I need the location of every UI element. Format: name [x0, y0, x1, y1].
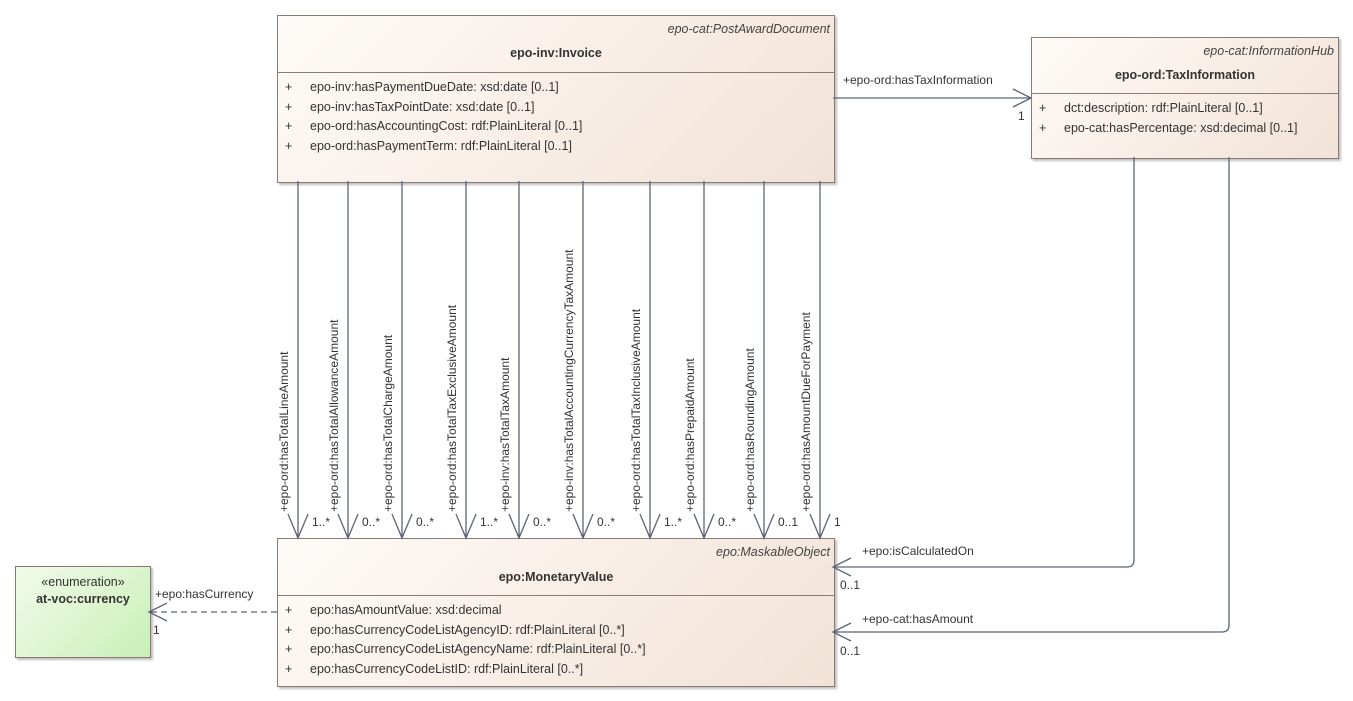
class-name: at-voc:currency: [36, 592, 130, 606]
multiplicity: 1: [1018, 109, 1025, 123]
multiplicity: 1..*: [480, 515, 498, 529]
multiplicity: 1..*: [312, 515, 330, 529]
divider: [278, 595, 834, 596]
attribute: +epo:hasCurrencyCodeListAgencyName: rdf:…: [285, 642, 646, 656]
association-line-calculated-on[interactable]: [831, 157, 1135, 577]
role-label: +epo:isCalculatedOn: [862, 544, 974, 558]
multiplicity: 0..*: [597, 515, 615, 529]
class-tax-information[interactable]: epo-cat:InformationHub epo-ord:TaxInform…: [1031, 37, 1339, 159]
role-label: +epo-ord:hasTotalAllowanceAmount: [327, 319, 341, 512]
attribute: +epo-inv:hasPaymentDueDate: xsd:date [0.…: [285, 80, 559, 94]
association-line-amount[interactable]: [508, 181, 530, 540]
class-name: epo-inv:Invoice: [510, 46, 602, 60]
attribute: +epo-ord:hasPaymentTerm: rdf:PlainLitera…: [285, 139, 572, 153]
attribute: +dct:description: rdf:PlainLiteral [0..1…: [1039, 101, 1263, 115]
association-line-amount[interactable]: [693, 181, 715, 540]
divider: [1032, 93, 1338, 94]
stereotype: epo-cat:InformationHub: [1203, 44, 1334, 58]
multiplicity: 0..1: [840, 578, 860, 592]
attribute: +epo-ord:hasAccountingCost: rdf:PlainLit…: [285, 119, 583, 133]
association-line-amount[interactable]: [572, 181, 594, 540]
class-name: epo-ord:TaxInformation: [1114, 68, 1256, 82]
role-label: +epo-cat:hasAmount: [862, 612, 974, 626]
association-line-amount[interactable]: [809, 181, 831, 540]
role-label: +epo-ord:hasPrepaidAmount: [683, 358, 697, 512]
class-monetary-value[interactable]: epo:MaskableObject epo:MonetaryValue +ep…: [277, 538, 835, 687]
multiplicity: 1: [153, 623, 160, 637]
association-line-amount[interactable]: [455, 181, 477, 540]
multiplicity: 0..*: [718, 515, 736, 529]
divider: [278, 72, 834, 73]
class-name: epo:MonetaryValue: [498, 570, 614, 584]
multiplicity: 0..1: [778, 515, 798, 529]
multiplicity: 0..1: [840, 644, 860, 658]
role-label: +epo-ord:hasAmountDueForPayment: [799, 312, 813, 512]
class-invoice[interactable]: epo-cat:PostAwardDocument epo-inv:Invoic…: [277, 15, 835, 183]
role-label: +epo:hasCurrency: [155, 587, 253, 601]
attribute: +epo-cat:hasPercentage: xsd:decimal [0..…: [1039, 121, 1298, 135]
association-line-amount[interactable]: [639, 181, 661, 540]
attribute: +epo:hasCurrencyCodeListID: rdf:PlainLit…: [285, 662, 584, 676]
association-line-amount[interactable]: [337, 181, 359, 540]
association-line-tax-information[interactable]: [833, 88, 1033, 108]
enumeration-currency[interactable]: «enumeration» at-voc:currency: [15, 566, 151, 658]
attribute: +epo:hasCurrencyCodeListAgencyID: rdf:Pl…: [285, 623, 625, 637]
attribute: +epo-inv:hasTaxPointDate: xsd:date [0..1…: [285, 100, 535, 114]
association-arrow-currency: [147, 602, 168, 622]
association-line-amount[interactable]: [753, 181, 775, 540]
multiplicity: 1: [834, 515, 841, 529]
association-line-has-amount[interactable]: [831, 157, 1230, 642]
multiplicity: 0..*: [362, 515, 380, 529]
multiplicity: 0..*: [533, 515, 551, 529]
role-label: +epo-ord:hasRoundingAmount: [743, 348, 757, 512]
role-label: +epo-ord:hasTotalChargeAmount: [381, 334, 395, 512]
association-line-amount[interactable]: [287, 181, 309, 540]
stereotype: epo-cat:PostAwardDocument: [667, 22, 830, 36]
attribute: +epo:hasAmountValue: xsd:decimal: [285, 603, 502, 617]
multiplicity: 1..*: [664, 515, 682, 529]
role-label: +epo-ord:hasTotalTaxExclusiveAmount: [445, 304, 459, 512]
stereotype: «enumeration»: [41, 575, 125, 589]
role-label: +epo-ord:hasTotalTaxInclusiveAmount: [629, 308, 643, 512]
association-line-amount[interactable]: [391, 181, 413, 540]
multiplicity: 0..*: [416, 515, 434, 529]
role-label: +epo-inv:hasTotalTaxAmount: [498, 357, 512, 512]
role-label: +epo-ord:hasTotalLineAmount: [277, 351, 291, 512]
role-label: +epo-inv:hasTotalAccountingCurrencyTaxAm…: [562, 249, 576, 512]
stereotype: epo:MaskableObject: [716, 545, 830, 559]
role-label: +epo-ord:hasTaxInformation: [843, 73, 993, 87]
